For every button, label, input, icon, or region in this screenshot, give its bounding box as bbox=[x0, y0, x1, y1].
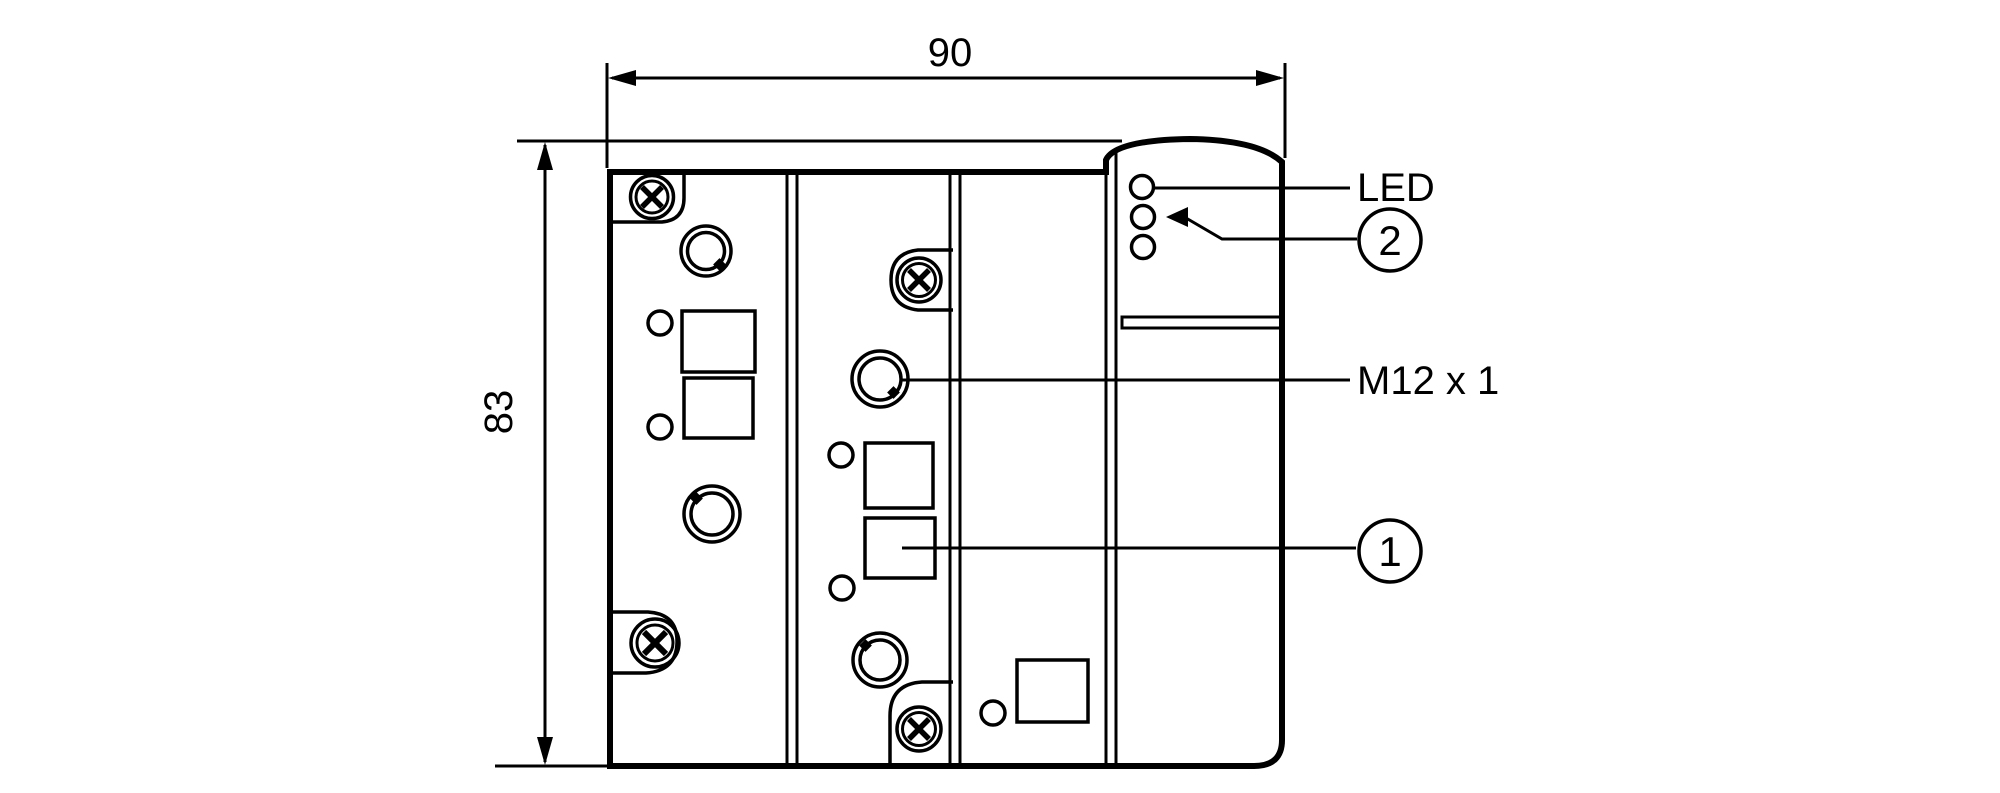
callout-2-number: 2 bbox=[1378, 217, 1401, 264]
terminal-window bbox=[680, 309, 757, 374]
screw-recess-top bbox=[889, 248, 953, 312]
callout-1-number: 1 bbox=[1378, 528, 1401, 575]
screw-icon bbox=[628, 173, 676, 221]
screw-icon bbox=[895, 256, 943, 304]
m12-socket-icon bbox=[682, 484, 742, 544]
screw-icon bbox=[629, 617, 681, 669]
callout-led: LED bbox=[1154, 166, 1435, 210]
width-dimension: 90 bbox=[605, 31, 1287, 168]
led-indicator-icon bbox=[1128, 173, 1156, 201]
column-1 bbox=[610, 172, 757, 675]
terminal-window bbox=[863, 441, 935, 510]
dimension-arrow-icon bbox=[608, 70, 636, 86]
pilot-hole bbox=[646, 413, 674, 441]
height-dimension-value: 83 bbox=[477, 390, 521, 435]
screw-icon bbox=[895, 705, 943, 753]
display-module bbox=[1120, 173, 1284, 330]
callout-2: 2 bbox=[1166, 207, 1423, 273]
label-slot bbox=[1120, 315, 1284, 330]
led-indicator-icon bbox=[1129, 233, 1157, 261]
led-label: LED bbox=[1357, 166, 1435, 210]
width-dimension-value: 90 bbox=[928, 31, 973, 75]
screw-recess-top-left bbox=[610, 172, 686, 224]
pilot-hole bbox=[828, 574, 856, 602]
terminal-window bbox=[1015, 658, 1090, 724]
led-indicator-icon bbox=[1129, 203, 1157, 231]
dimension-arrow-icon bbox=[537, 142, 553, 170]
pilot-hole bbox=[646, 309, 674, 337]
column-3 bbox=[979, 658, 1090, 727]
screw-recess-bottom bbox=[888, 680, 953, 763]
callout-m12: M12 x 1 bbox=[902, 359, 1499, 403]
thread-label: M12 x 1 bbox=[1357, 359, 1499, 403]
callout-1: 1 bbox=[902, 518, 1423, 584]
dimension-arrow-icon bbox=[537, 737, 553, 765]
callout-circle bbox=[1357, 518, 1423, 584]
device-outline bbox=[607, 135, 1285, 769]
leader-arrow-icon bbox=[1166, 207, 1188, 227]
dimension-arrow-icon bbox=[1256, 70, 1284, 86]
leader-line bbox=[1185, 216, 1357, 241]
terminal-window bbox=[682, 376, 755, 440]
pilot-hole bbox=[979, 699, 1007, 727]
pilot-hole bbox=[827, 441, 855, 469]
height-dimension: 83 bbox=[477, 139, 616, 768]
front-panel-outline bbox=[607, 135, 1285, 769]
callout-circle bbox=[1357, 207, 1423, 273]
m12-socket-icon bbox=[679, 224, 733, 278]
screw-recess-bottom-left bbox=[610, 610, 679, 675]
